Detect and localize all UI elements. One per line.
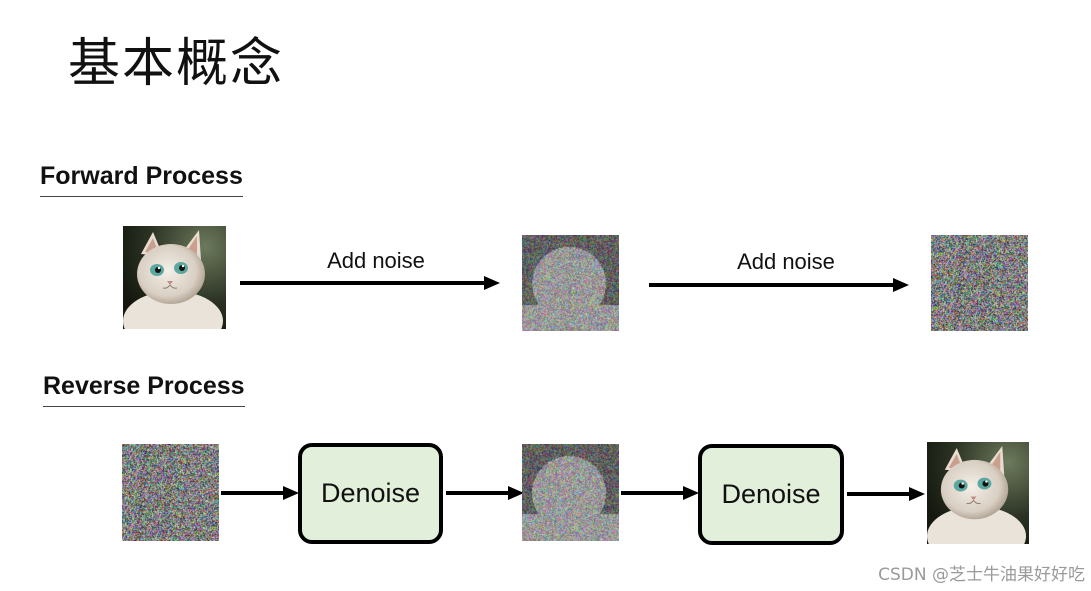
pure-noise-image bbox=[122, 444, 219, 541]
forward-process-heading: Forward Process bbox=[40, 162, 243, 197]
heading-underline bbox=[43, 406, 245, 407]
reverse-arrow-3 bbox=[621, 486, 699, 500]
forward-process-label: Forward Process bbox=[40, 162, 243, 190]
reverse-process-label: Reverse Process bbox=[43, 372, 245, 400]
reverse-arrow-4 bbox=[847, 487, 925, 501]
reverse-arrow-1 bbox=[221, 486, 299, 500]
forward-arrow-1 bbox=[240, 276, 500, 290]
forward-arrow-2 bbox=[649, 278, 909, 292]
noisy-cat-image bbox=[522, 235, 619, 331]
denoise-label: Denoise bbox=[721, 479, 821, 509]
pure-noise-image bbox=[931, 235, 1028, 331]
csdn-watermark: CSDN @芝士牛油果好好吃 bbox=[878, 565, 1085, 585]
reverse-process-heading: Reverse Process bbox=[43, 372, 245, 407]
denoise-box: Denoise bbox=[298, 443, 443, 544]
heading-underline bbox=[40, 196, 243, 197]
denoise-box: Denoise bbox=[698, 444, 844, 545]
noisy-cat-image bbox=[522, 444, 619, 541]
add-noise-label: Add noise bbox=[737, 249, 835, 274]
slide-title: 基本概念 bbox=[68, 34, 285, 94]
reverse-arrow-2 bbox=[446, 486, 524, 500]
clean-cat-image bbox=[123, 226, 226, 329]
add-noise-label: Add noise bbox=[327, 248, 425, 273]
denoise-label: Denoise bbox=[320, 478, 421, 508]
clean-cat-image bbox=[927, 442, 1029, 544]
